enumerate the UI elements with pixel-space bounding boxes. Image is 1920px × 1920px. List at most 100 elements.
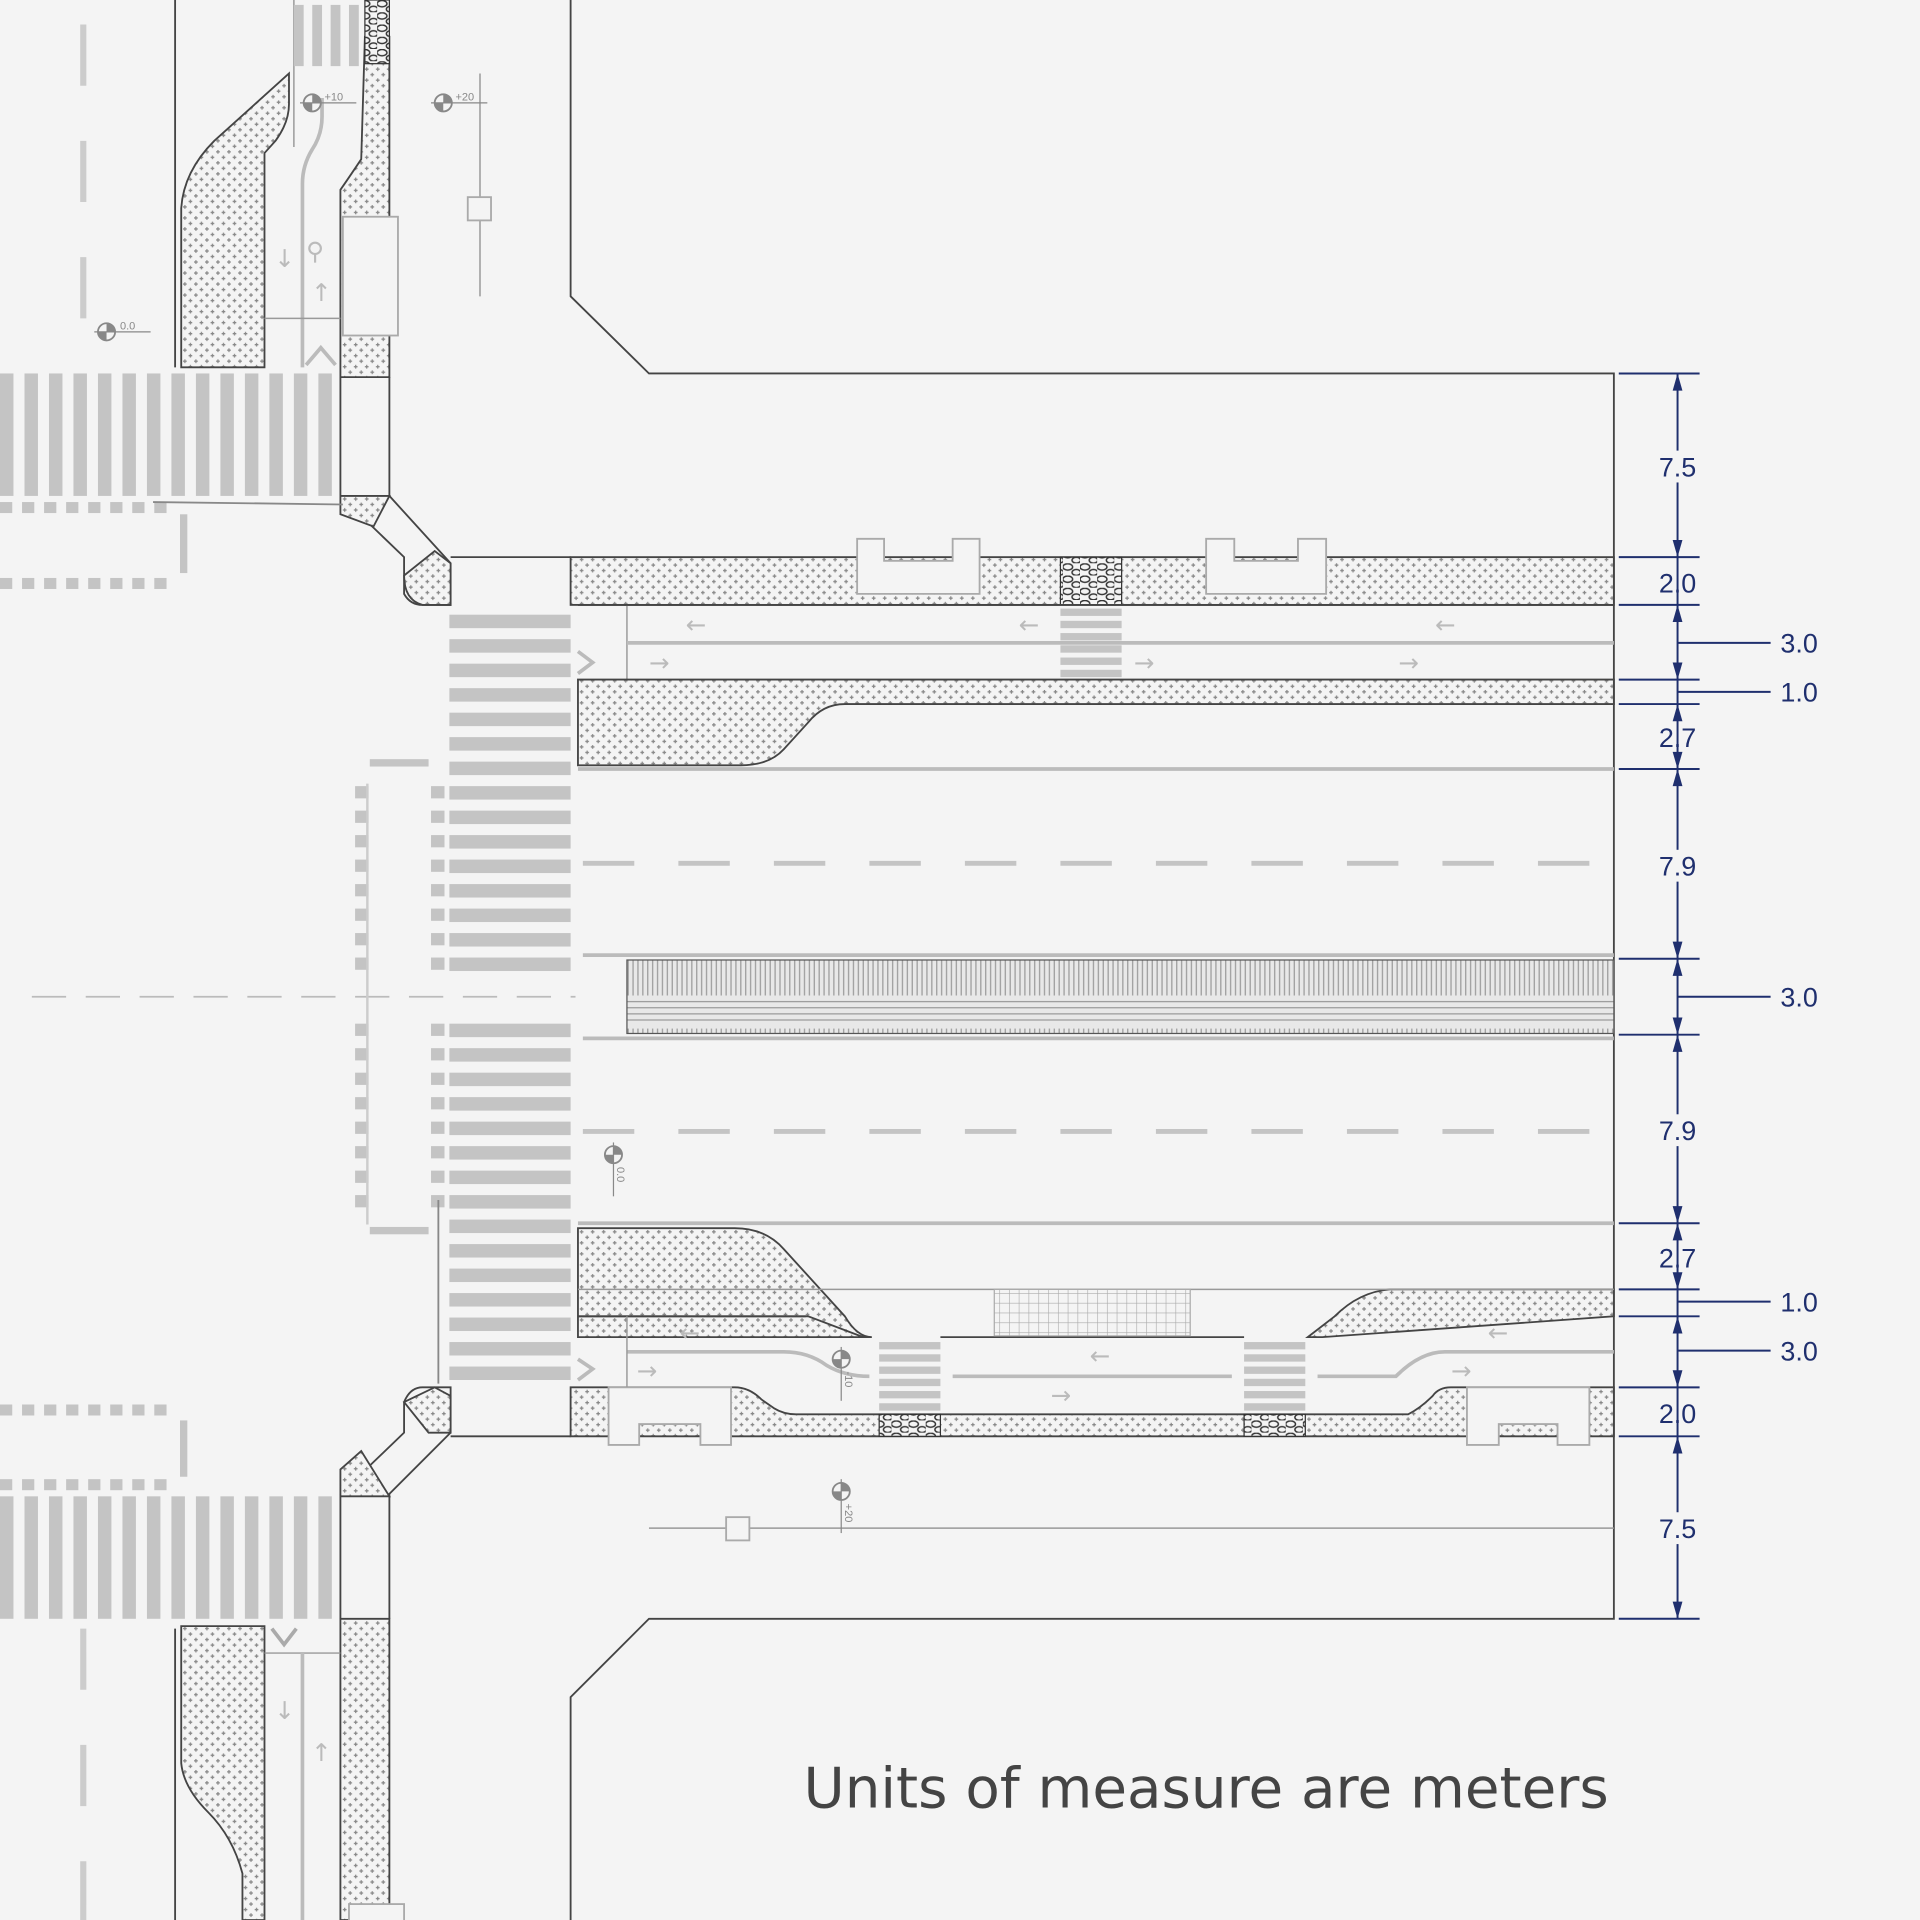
dimension-arrow-icon <box>1672 1206 1683 1224</box>
marking-bar <box>330 4 341 67</box>
marking-bar <box>132 1479 145 1491</box>
marking-bar <box>431 1023 445 1036</box>
marking-bar <box>431 1072 445 1085</box>
marking-bar <box>1060 608 1122 616</box>
marking-bar <box>449 835 571 849</box>
marking-bar <box>431 859 445 872</box>
marking-bar <box>0 502 13 514</box>
bus-stop-south-1 <box>607 1386 732 1446</box>
marking-bar <box>44 1404 57 1416</box>
marking-bar <box>449 1121 571 1136</box>
marking-bar <box>171 373 185 496</box>
marking-bar <box>449 1268 571 1283</box>
planter-grid <box>993 1288 1191 1337</box>
dimension-arrow-icon <box>1672 1436 1683 1454</box>
marking-bar <box>449 1244 571 1258</box>
svg-text:→: → <box>649 648 670 677</box>
marking-bar <box>355 1048 369 1061</box>
dimension-arrow-icon <box>1672 751 1683 769</box>
elevation-label: +10 <box>324 91 343 103</box>
marking-bar <box>1060 657 1122 665</box>
marking-bar <box>355 933 369 946</box>
marking-bar <box>449 786 571 800</box>
median <box>626 959 1615 1035</box>
marking-bar <box>431 1170 445 1183</box>
marking-bar <box>0 1479 13 1491</box>
dimension-chain: 7.5 2.0 3.0 1.0 2.7 7.9 3.0 7.9 2.7 1.0 … <box>1618 372 1818 1620</box>
south-sidewalk <box>569 1386 1615 1438</box>
elevation-label: +20 <box>456 91 475 103</box>
marking-bar <box>180 1420 188 1477</box>
marking-bar <box>879 1378 941 1387</box>
marking-bar <box>0 577 13 589</box>
marking-bar <box>449 688 571 702</box>
marking-bar <box>449 1097 571 1111</box>
marking-bar <box>110 1404 123 1416</box>
marking-bar <box>355 908 369 921</box>
marking-bar <box>293 4 304 67</box>
marking-bar <box>449 1219 571 1234</box>
svg-text:←: ← <box>1090 1341 1111 1370</box>
marking-bar <box>0 1496 14 1619</box>
marking-bar <box>1244 1342 1306 1350</box>
svg-text:←: ← <box>1435 610 1456 639</box>
marking-bar <box>48 1496 63 1619</box>
marking-bar <box>355 1195 369 1208</box>
yield-chevron-icon <box>304 344 337 367</box>
marking-bar <box>431 1097 445 1110</box>
marking-bar <box>180 514 188 574</box>
marking-bar <box>1060 645 1122 653</box>
marking-bar <box>431 1146 445 1159</box>
marking-bar <box>449 859 571 874</box>
marking-bar <box>449 1072 571 1087</box>
marking-bar <box>293 373 308 496</box>
marking-bar <box>110 1479 123 1491</box>
marking-bar <box>66 502 79 514</box>
dimension-label: 1.0 <box>1780 1287 1817 1317</box>
marking-bar <box>449 884 571 898</box>
marking-line <box>153 501 343 506</box>
dimension-arrow-icon <box>1672 1601 1683 1619</box>
marking-bar <box>355 1097 369 1110</box>
dimension-arrow-icon <box>1672 1017 1683 1035</box>
svg-text:←: ← <box>686 610 707 639</box>
dimension-arrow-icon <box>1672 1272 1683 1290</box>
marking-bar <box>318 373 332 496</box>
marking-bar <box>22 1479 35 1491</box>
marking-bar <box>355 957 369 970</box>
marking-bar <box>220 1496 234 1619</box>
marking-bar <box>355 1072 369 1085</box>
marking-bar <box>449 614 571 629</box>
marking-bar <box>97 1496 112 1619</box>
marking-bar <box>355 1121 369 1134</box>
marking-bar <box>110 502 123 514</box>
dimension-label: 7.9 <box>1659 1116 1696 1146</box>
marking-bar <box>73 1496 87 1619</box>
marking-bar <box>431 835 445 848</box>
marking-bar <box>355 810 369 823</box>
bus-stop-north-2 <box>1205 537 1328 595</box>
dimension-arrow-icon <box>1672 1223 1683 1241</box>
dimension-label: 2.0 <box>1659 1399 1696 1429</box>
main-crosswalk <box>355 614 571 1384</box>
marking-bar <box>1060 633 1122 641</box>
marking-bar <box>431 908 445 921</box>
marking-bar <box>431 786 445 799</box>
marking-bar <box>431 957 445 970</box>
marking-bar <box>879 1366 941 1374</box>
marking-bar <box>1244 1391 1306 1399</box>
west-lane-markings <box>31 24 576 1920</box>
svg-text:→: → <box>637 1356 658 1385</box>
arrow-down-icon: ↓ <box>274 1696 295 1725</box>
marking-bar <box>449 933 571 947</box>
bicycle-icon: ⚲ <box>306 237 324 266</box>
marking-bar <box>122 1496 136 1619</box>
marking-bar <box>449 908 571 923</box>
marking-bar <box>348 4 359 67</box>
marking-bar <box>220 373 234 496</box>
nw-street: ↓ ↑ ⚲ <box>174 0 492 379</box>
marking-bar <box>355 859 369 872</box>
marking-bar <box>449 1293 571 1307</box>
svg-text:←: ← <box>1488 1318 1509 1347</box>
marking-bar <box>449 639 571 653</box>
